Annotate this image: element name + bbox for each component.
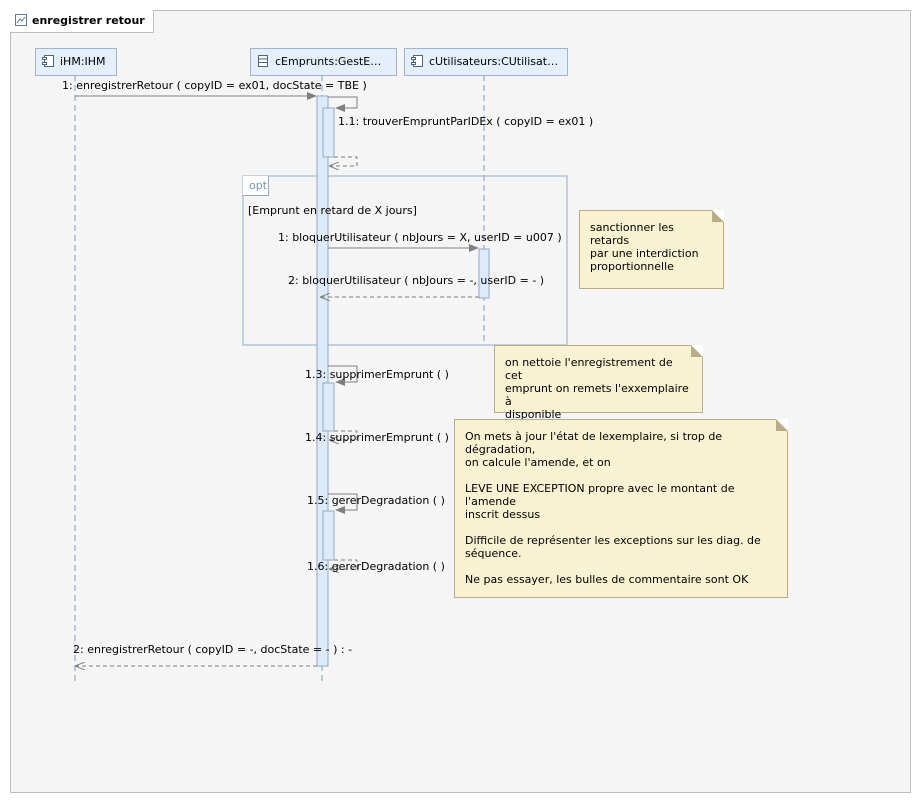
note-line: par une interdiction bbox=[590, 247, 699, 260]
comment-note-nettoyage[interactable]: on nettoie l'enregistrement de cet empru… bbox=[494, 345, 703, 421]
activation-bar-1-3 bbox=[322, 382, 335, 432]
note-line: disponible bbox=[505, 408, 562, 421]
message-label: 1.3: supprimerEmprunt ( ) bbox=[305, 368, 449, 381]
return-arrow-1-1[interactable] bbox=[330, 156, 358, 166]
message-arrow-1-3[interactable] bbox=[328, 365, 358, 386]
message-label: 1: bloquerUtilisateur ( nbJours = X, use… bbox=[278, 231, 562, 244]
activation-bar-opt bbox=[478, 248, 490, 299]
note-line: on nettoie l'enregistrement de cet bbox=[505, 356, 673, 382]
diagram-frame bbox=[10, 10, 911, 793]
return-arrow-1-6[interactable] bbox=[330, 559, 358, 569]
message-arrow-1-1[interactable] bbox=[328, 96, 358, 112]
lifeline-cemprunts[interactable]: cEmprunts:GestEm... bbox=[250, 48, 397, 76]
note-line: séquence. bbox=[465, 547, 522, 560]
note-line: On mets à jour l'état de lexemplaire, si… bbox=[465, 430, 723, 456]
activation-bar-1-1 bbox=[322, 107, 335, 158]
note-line: LEVE UNE EXCEPTION propre avec le montan… bbox=[465, 482, 735, 508]
sequence-diagram-icon bbox=[15, 14, 27, 26]
message-label: 2: enregistrerRetour ( copyID = -, docSt… bbox=[73, 643, 353, 656]
message-label: 2: bloquerUtilisateur ( nbJours = -, use… bbox=[288, 274, 545, 287]
diagram-title: enregistrer retour bbox=[32, 14, 145, 27]
note-line: inscrit dessus bbox=[465, 508, 541, 521]
opt-fragment[interactable] bbox=[242, 175, 568, 346]
lifeline-cutilisateurs[interactable]: cUtilisateurs:CUtilisateurs bbox=[404, 48, 568, 76]
component-icon bbox=[42, 55, 54, 67]
note-line: Difficile de représenter les exceptions … bbox=[465, 534, 761, 547]
message-label: 1.1: trouverEmpruntParIDEx ( copyID = ex… bbox=[338, 115, 594, 128]
note-fold-corner bbox=[712, 210, 724, 222]
note-fold-corner bbox=[776, 419, 788, 431]
note-line: sanctionner les retards bbox=[590, 221, 674, 247]
note-line: Ne pas essayer, les bulles de commentair… bbox=[465, 573, 749, 586]
message-label: 1.6: gererDegradation ( ) bbox=[307, 560, 445, 573]
message-label: 1.4: supprimerEmprunt ( ) bbox=[305, 431, 449, 444]
lifeline-ihm[interactable]: iHM:IHM bbox=[35, 48, 117, 76]
component-icon bbox=[411, 55, 423, 67]
note-line: on calcule l'amende, et on bbox=[465, 456, 611, 469]
note-line: proportionnelle bbox=[590, 260, 674, 273]
activation-bar-1-5 bbox=[322, 510, 335, 561]
note-fold-corner bbox=[691, 345, 703, 357]
comment-note-retards[interactable]: sanctionner les retards par une interdic… bbox=[579, 210, 724, 289]
comment-note-degradation[interactable]: On mets à jour l'état de lexemplaire, si… bbox=[454, 419, 788, 598]
class-icon bbox=[258, 55, 268, 67]
message-label: 1.5: gererDegradation ( ) bbox=[307, 494, 445, 507]
fragment-guard: [Emprunt en retard de X jours] bbox=[248, 204, 417, 217]
fragment-operator-tag: opt bbox=[243, 176, 269, 196]
return-arrow-1-4[interactable] bbox=[330, 430, 358, 440]
activation-bar-main bbox=[316, 95, 329, 667]
message-arrow-1-5[interactable] bbox=[328, 493, 358, 514]
note-line: emprunt on remets l'exxemplaire à bbox=[505, 382, 689, 408]
diagram-title-tab[interactable]: enregistrer retour bbox=[10, 10, 154, 33]
message-label: 1: enregistrerRetour ( copyID = ex01, do… bbox=[62, 79, 367, 92]
